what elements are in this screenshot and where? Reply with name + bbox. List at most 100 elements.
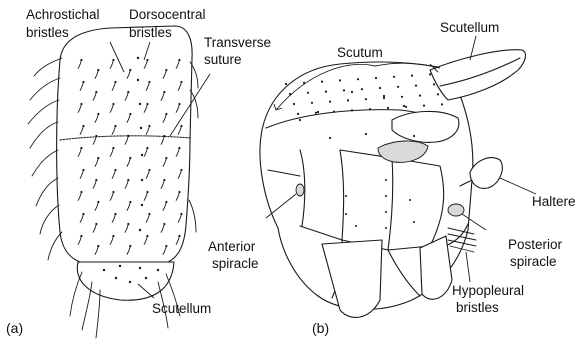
bristle-dot [351, 91, 353, 93]
label-posterior-line2: spiracle [510, 254, 557, 269]
bristle-dot [139, 267, 141, 269]
bristle-dot [311, 102, 313, 104]
panel-b-posterior-spiracle [448, 204, 464, 216]
bristle-socket [80, 235, 82, 237]
bristle-dot [325, 91, 327, 93]
bristle-dot [347, 99, 349, 101]
bristle-dot [129, 281, 131, 283]
bristle-socket [127, 91, 129, 93]
bristle-dot [405, 106, 407, 108]
bristle-dot [139, 229, 141, 231]
bristle-socket [146, 191, 148, 193]
panel-b-coxa-front [322, 240, 382, 317]
bristle-socket [82, 169, 84, 171]
bristle-socket [80, 103, 82, 105]
bristle-dot [339, 79, 341, 81]
panel-b-scutellum-shape [430, 50, 525, 100]
bristle-socket [129, 157, 131, 159]
bristle-socket [163, 223, 165, 225]
bristle-socket [97, 69, 99, 71]
bristle-socket [112, 103, 114, 105]
bristle-dot [387, 107, 389, 109]
bristle-socket [95, 179, 97, 181]
bristle-socket [80, 59, 82, 61]
bristle-socket [129, 201, 131, 203]
bristle-dot [409, 199, 411, 201]
bristle-socket [178, 191, 180, 193]
bristle-socket [146, 235, 148, 237]
bristle-socket [165, 69, 167, 71]
label-hypopleural-line1: Hypopleural [452, 283, 524, 298]
panel-a-thorax-outline [57, 26, 193, 262]
bristle-dot [411, 75, 413, 77]
label-scutellum-a: Scutellum [152, 301, 211, 316]
bristle-dot [297, 113, 299, 115]
bristle-socket [112, 59, 114, 61]
bristle-dot [383, 95, 385, 97]
bristle-dot [365, 133, 367, 135]
bristle-dot [145, 277, 147, 279]
label-hypopleural-line2: bristles [456, 300, 499, 315]
bristle-socket [97, 157, 99, 159]
bristle-socket [146, 103, 148, 105]
bristle-socket [129, 113, 131, 115]
bristle-dot [379, 87, 381, 89]
bristle-dot [141, 179, 143, 181]
bristle-socket [127, 223, 129, 225]
bristle-socket [165, 201, 167, 203]
bristle-socket [129, 245, 131, 247]
bristle-dot [413, 135, 415, 137]
bristle-dot [369, 108, 371, 110]
bristle-dot [115, 277, 117, 279]
bristle-dot [141, 204, 143, 206]
bristle-dot [329, 101, 331, 103]
bristle-socket [165, 113, 167, 115]
bristle-dot [355, 225, 357, 227]
bristle-dot [357, 78, 359, 80]
bristle-socket [178, 103, 180, 105]
bristle-dot [429, 73, 431, 75]
bristle-dot [321, 81, 323, 83]
bristle-socket [114, 213, 116, 215]
bristle-socket [82, 125, 84, 127]
bristle-dot [345, 195, 347, 197]
bristle-dot [315, 112, 317, 114]
bristle-dot [140, 127, 142, 129]
bristle-socket [178, 235, 180, 237]
leader-hypopleural [466, 252, 470, 282]
label-transverse-line1: Transverse [204, 35, 271, 50]
bristle-socket [180, 169, 182, 171]
bristle-socket [178, 59, 180, 61]
bristle-socket [127, 179, 129, 181]
bristle-dot [441, 103, 443, 105]
bristle-socket [148, 213, 150, 215]
label-dorsocentral-line2: bristles [129, 25, 172, 40]
panel-b-anterior-spiracle [296, 184, 304, 196]
bristle-dot [393, 76, 395, 78]
bristle-socket [129, 69, 131, 71]
bristle-socket [97, 113, 99, 115]
bristle-dot [299, 119, 301, 121]
bristle-dot [157, 269, 159, 271]
bristle-socket [148, 81, 150, 83]
bristle-socket [165, 157, 167, 159]
bristle-socket [146, 59, 148, 61]
bristle-socket [82, 81, 84, 83]
bristle-dot [397, 86, 399, 88]
bristle-dot [345, 213, 347, 215]
bristle-dot [401, 96, 403, 98]
label-achrostichal-line2: bristles [26, 25, 69, 40]
bristle-dot [433, 83, 435, 85]
bristle-dot [437, 93, 439, 95]
bristle-dot [385, 227, 387, 229]
bristle-socket [97, 245, 99, 247]
label-transverse-line2: suture [204, 52, 242, 67]
bristle-socket [112, 147, 114, 149]
bristle-dot [293, 103, 295, 105]
bristle-dot [423, 105, 425, 107]
bristle-socket [112, 191, 114, 193]
label-scutum: Scutum [337, 45, 383, 60]
bristle-socket [82, 213, 84, 215]
bristle-socket [80, 191, 82, 193]
bristle-socket [163, 135, 165, 137]
